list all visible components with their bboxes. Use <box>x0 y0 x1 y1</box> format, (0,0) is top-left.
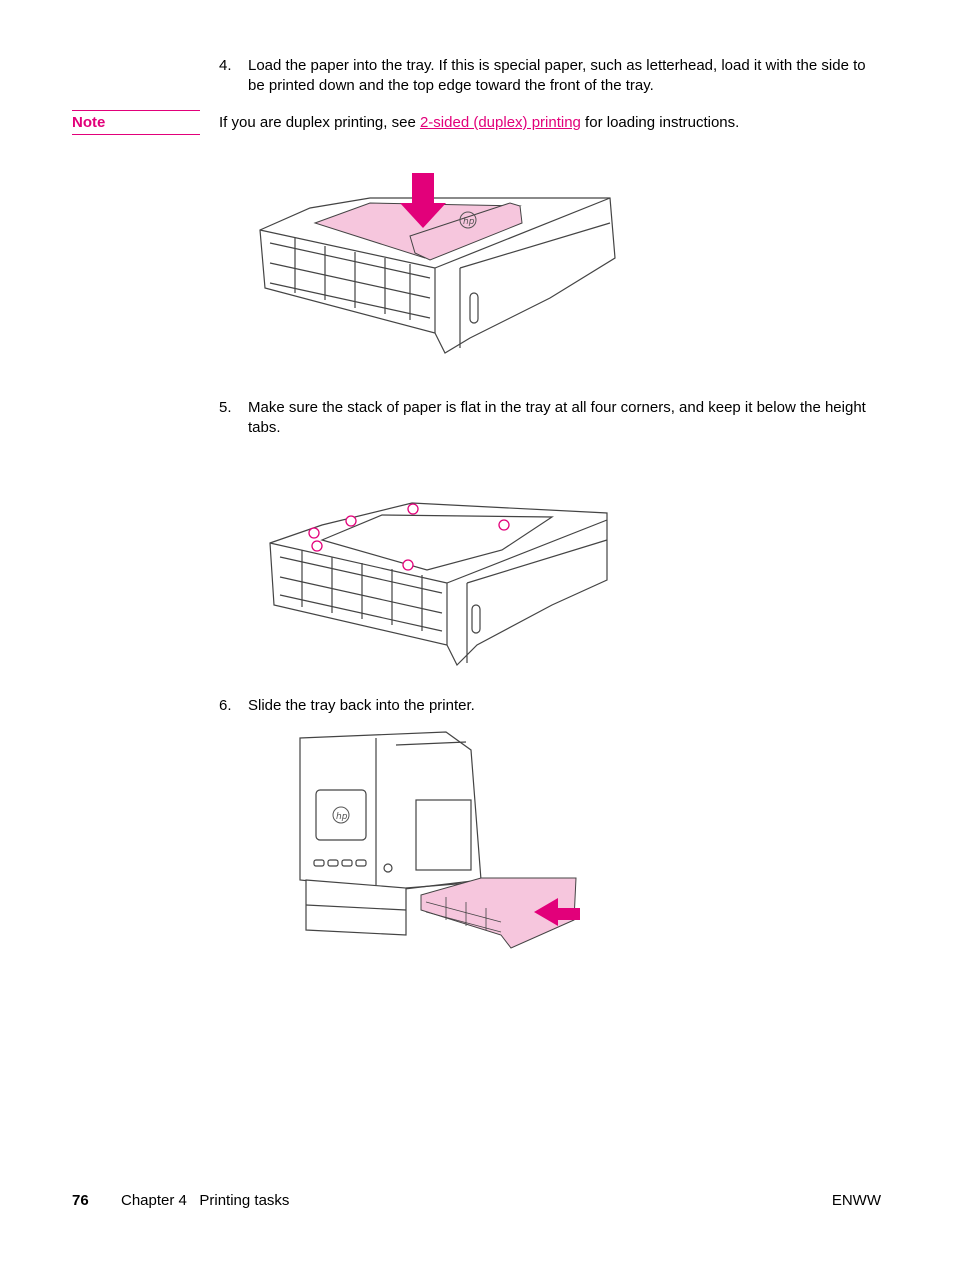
figure-load-paper-tray: hp <box>250 168 620 360</box>
figure-insert-tray: hp <box>296 730 586 952</box>
step-4-text: Load the paper into the tray. If this is… <box>248 57 866 94</box>
left-arrow-icon <box>534 898 580 926</box>
note-label: Note <box>72 114 106 131</box>
page-number: 76 <box>72 1192 89 1209</box>
height-tab-marker <box>402 559 414 571</box>
step-4-number: 4. <box>219 57 232 74</box>
height-tab-marker <box>407 503 419 515</box>
footer-right-label: ENWW <box>831 1192 881 1209</box>
step-5-number: 5. <box>219 399 232 416</box>
printer-insert-tray-illustration: hp <box>299 731 580 949</box>
note-top-rule <box>72 110 200 111</box>
down-arrow-icon <box>400 173 446 228</box>
note-text-before: If you are duplex printing, see <box>219 114 420 131</box>
height-tab-marker <box>311 540 323 552</box>
chapter-title: Chapter 4 Printing tasks <box>121 1192 290 1209</box>
note-bottom-rule <box>72 134 200 135</box>
height-tab-marker <box>345 515 357 527</box>
step-5-text: Make sure the stack of paper is flat in … <box>248 399 866 436</box>
step-6-number: 6. <box>219 697 232 714</box>
svg-text:hp: hp <box>336 812 348 822</box>
note-text: If you are duplex printing, see 2-sided … <box>219 113 739 133</box>
duplex-printing-link[interactable]: 2-sided (duplex) printing <box>419 114 581 131</box>
tray-height-tabs-illustration <box>269 502 608 667</box>
note-text-after: for loading instructions. <box>580 114 740 131</box>
tray-loading-illustration: hp <box>259 173 616 354</box>
figure-height-tabs <box>262 495 612 667</box>
svg-text:hp: hp <box>463 217 475 227</box>
height-tab-marker <box>308 527 320 539</box>
height-tab-marker <box>498 519 510 531</box>
step-6-text: Slide the tray back into the printer. <box>248 697 475 714</box>
